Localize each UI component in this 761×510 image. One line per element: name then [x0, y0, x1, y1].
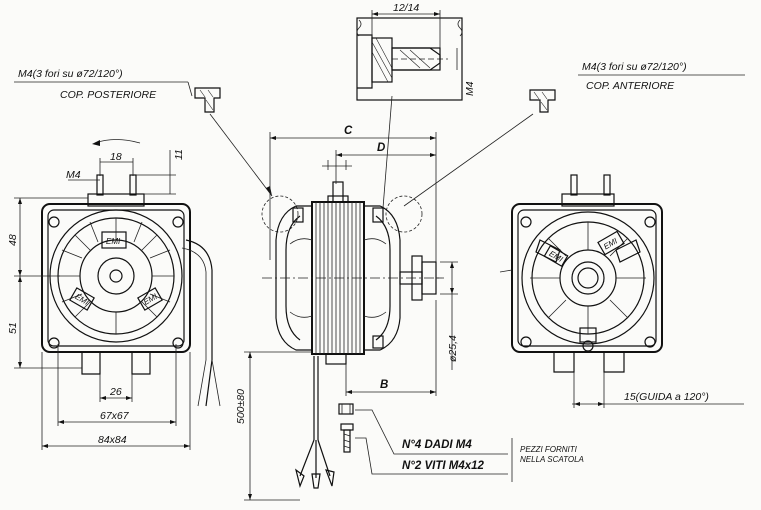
side-view [261, 160, 444, 489]
dim-d-label: D [377, 142, 385, 154]
emi-label-rear-top: EMI [106, 237, 121, 246]
front-mount-holes-label: M4(3 fori su ø72/120°) [582, 61, 687, 73]
screws-label: N°2 VITI M4x12 [402, 460, 485, 472]
overall-square-label: 84x84 [98, 434, 127, 446]
guide-label: 15(GUIDA a 120°) [624, 391, 709, 403]
dim-b-label: B [380, 379, 388, 391]
side-view-dimensions: C D ø25,4 B 500±80 [235, 125, 459, 501]
supplied-note-line1: PEZZI FORNITI [520, 445, 578, 454]
terminal-height-label: 11 [173, 149, 185, 160]
front-cover-callout: M4(3 fori su ø72/120°) COP. ANTERIORE [529, 61, 745, 113]
supplied-parts: N°4 DADI M4 N°2 VITI M4x12 PEZZI FORNITI… [338, 403, 584, 482]
rear-cover-label: COP. POSTERIORE [60, 89, 157, 101]
terminal-thread-label: M4 [66, 169, 81, 181]
cable-length-label: 500±80 [235, 389, 247, 424]
screw-detail: 12/14 M4 [356, 2, 476, 101]
rear-view: EMI EMI EMI [41, 139, 221, 407]
dim-c-label: C [344, 125, 353, 137]
screw-length-label: 12/14 [393, 2, 419, 14]
shaft-diameter-label: ø25,4 [447, 335, 459, 362]
rear-mount-holes-label: M4(3 fori su ø72/120°) [18, 68, 123, 80]
lower-height-label: 51 [7, 322, 19, 334]
terminal-spacing-label: 18 [110, 151, 122, 163]
rear-view-dimensions: 18 M4 11 48 51 26 67x67 [7, 149, 191, 450]
upper-height-label: 48 [7, 234, 19, 246]
nuts-label: N°4 DADI M4 [402, 439, 472, 451]
front-cover-label: COP. ANTERIORE [586, 80, 675, 92]
base-width-label: 26 [109, 386, 122, 398]
supplied-note-line2: NELLA SCATOLA [520, 455, 584, 464]
mount-square-label: 67x67 [100, 410, 130, 422]
front-view-dimensions: 15(GUIDA a 120°) [572, 372, 744, 408]
screw-thread-label: M4 [464, 81, 476, 96]
rear-cover-callout: M4(3 fori su ø72/120°) COP. POSTERIORE [14, 68, 221, 113]
front-view: EMI EMI [499, 174, 663, 373]
